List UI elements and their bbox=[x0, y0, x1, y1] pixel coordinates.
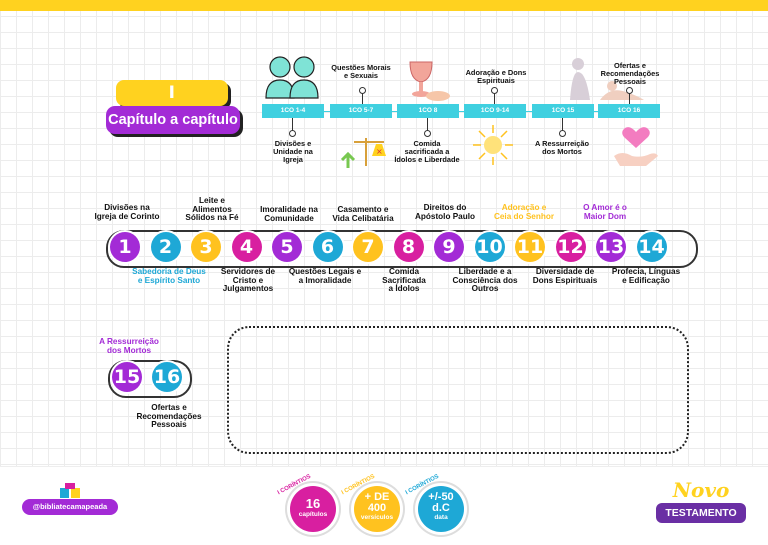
chapter-circle-16[interactable]: 16 bbox=[152, 362, 182, 392]
timeline-ref-6: 1CO 16 bbox=[598, 104, 660, 118]
chapter-label-10: Liberdade e a Consciência dos Outros bbox=[452, 267, 518, 294]
chapter-label-5: Imoralidade na Comunidade bbox=[260, 205, 318, 223]
chapter-label-2: Sabedoria de Deus e Espírito Santo bbox=[132, 267, 206, 285]
chapter-circle-11[interactable]: 11 bbox=[515, 232, 545, 262]
chapter-circle-8[interactable]: 8 bbox=[393, 232, 424, 262]
chapter-label-13: O Amor é o Maior Dom bbox=[583, 203, 627, 221]
chapter-label-4: Servidores de Cristo e Julgamentos bbox=[220, 267, 276, 294]
timeline-ref-4: 1CO 9-14 bbox=[464, 104, 526, 118]
chapter-circle-1[interactable]: 1 bbox=[110, 232, 140, 262]
timeline-ref-5: 1CO 15 bbox=[532, 104, 594, 118]
chapter-circle-9[interactable]: 9 bbox=[434, 232, 464, 262]
chapter-circle-2[interactable]: 2 bbox=[150, 232, 181, 262]
chapter-label-12: Diversidade de Dons Espirituais bbox=[532, 267, 598, 285]
chapter-circle-12[interactable]: 12 bbox=[555, 232, 586, 262]
heart-hand-icon bbox=[614, 127, 658, 166]
people-talking-icon bbox=[265, 56, 319, 99]
chapter-label-11: Adoração e Ceia do Senhor bbox=[493, 203, 555, 221]
topic-divisions: Divisões e Unidade na Igreja bbox=[273, 139, 313, 164]
scale-icon: × bbox=[340, 138, 386, 168]
chapter-label-8: Comida Sacrificada a Ídolos bbox=[382, 267, 426, 294]
svg-text:×: × bbox=[376, 147, 383, 156]
chapter-circle-10[interactable]: 10 bbox=[474, 232, 505, 262]
chapter-label-1: Divisões na Igreja de Corinto bbox=[94, 203, 160, 221]
figures-icon bbox=[570, 58, 644, 100]
chapter-label-9: Direitos do Apóstolo Paulo bbox=[414, 203, 476, 221]
chapter-label-7: Casamento e Vida Celibatária bbox=[332, 205, 394, 223]
notes-box[interactable] bbox=[227, 326, 689, 454]
topic-resurrection: A Ressurreição dos Mortos bbox=[535, 139, 589, 156]
timeline-ref-2: 1CO 5-7 bbox=[330, 104, 392, 118]
topic-food-idols: Comida sacrificada a Ídolos e Liberdade bbox=[394, 139, 460, 164]
chapter-chain-outline bbox=[106, 230, 698, 268]
chapter-label-6: Questões Legais e a Imoralidade bbox=[288, 267, 362, 285]
book-icon bbox=[60, 483, 80, 498]
light-icon bbox=[473, 125, 513, 165]
timeline-ref-1: 1CO 1-4 bbox=[262, 104, 324, 118]
chapter-chain-outline-2 bbox=[108, 360, 192, 398]
novo-label: Novo bbox=[672, 478, 730, 502]
chapter-label-15: A Ressurreição dos Mortos bbox=[99, 337, 159, 355]
chapter-circle-14[interactable]: 14 bbox=[636, 232, 667, 262]
top-accent-bar bbox=[0, 0, 768, 11]
timeline-line bbox=[262, 111, 660, 112]
subtitle-badge: Capítulo a capítulo bbox=[106, 106, 240, 134]
chapter-circle-4[interactable]: 4 bbox=[231, 232, 262, 262]
topic-moral-questions: Questões Morais e Sexuais bbox=[331, 63, 391, 80]
chapter-label-3: Leite e Alimentos Sólidos na Fé bbox=[185, 196, 239, 223]
chapter-label-16: Ofertas e Recomendações Pessoais bbox=[136, 403, 202, 430]
topic-worship-gifts: Adoração e Dons Espirituais bbox=[465, 68, 527, 85]
chapter-circle-7[interactable]: 7 bbox=[353, 232, 383, 262]
topic-offerings: Ofertas e Recomendações Pessoais bbox=[600, 61, 660, 86]
book-title-badge: I CORÍNTIOS bbox=[116, 80, 228, 129]
testamento-label: TESTAMENTO bbox=[656, 503, 746, 523]
chapter-circle-15[interactable]: 15 bbox=[112, 362, 142, 392]
timeline-ref-3: 1CO 8 bbox=[397, 104, 459, 118]
chapter-circle-6[interactable]: 6 bbox=[312, 232, 343, 262]
chalice-icon bbox=[409, 61, 450, 101]
chapter-circle-5[interactable]: 5 bbox=[272, 232, 302, 262]
chapter-circle-3[interactable]: 3 bbox=[191, 232, 221, 262]
chapter-circle-13[interactable]: 13 bbox=[596, 232, 626, 262]
chapter-label-14: Profecia, Línguas e Edificação bbox=[611, 267, 681, 285]
social-handle[interactable]: @bibliatecamapeada bbox=[22, 499, 118, 515]
